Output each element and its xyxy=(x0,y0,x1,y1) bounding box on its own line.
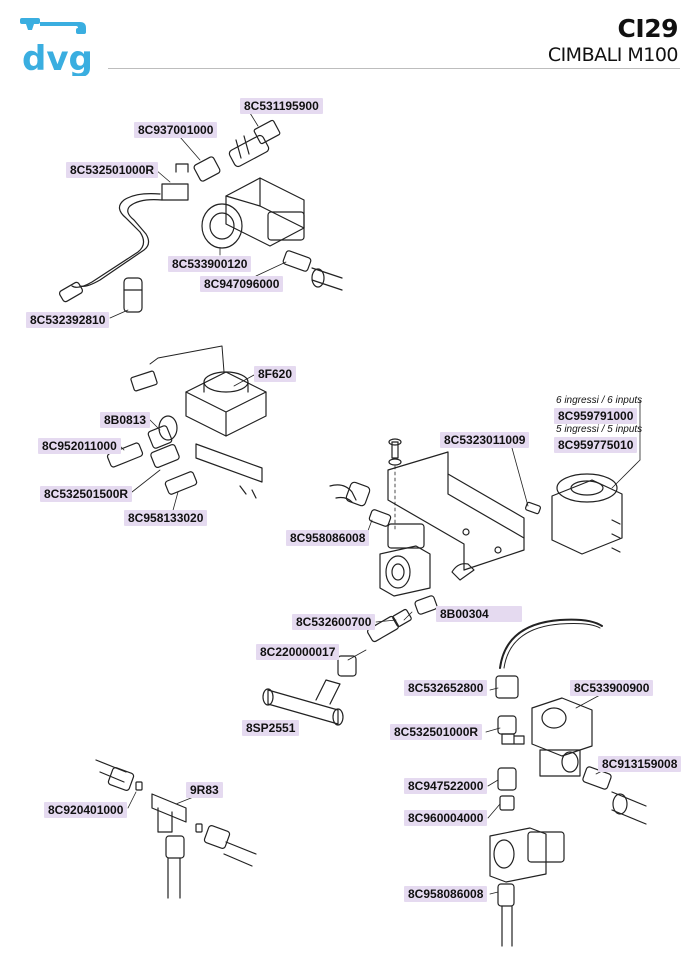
part-label: 8C947522000 xyxy=(404,778,488,794)
part-label: 8C5323011009 xyxy=(440,432,530,448)
brand-wordmark: dvg xyxy=(22,39,93,76)
page-code: CI29 xyxy=(617,14,679,43)
dvg-logo: dvg xyxy=(18,16,98,79)
part-label: 8C960004000 xyxy=(404,810,488,826)
part-label: 8C958133020 xyxy=(124,510,208,526)
part-label: 8C533900900 xyxy=(570,680,654,696)
part-label: 8C532392810 xyxy=(26,312,110,328)
part-label: 8C913159008 xyxy=(598,756,682,772)
inputs-note-5: 5 ingressi / 5 inputs xyxy=(556,424,643,435)
part-label: 8B0813 xyxy=(100,412,151,428)
part-label: 8C947096000 xyxy=(200,276,284,292)
part-label: 8C959791000 xyxy=(554,408,638,424)
part-label: 8C959775010 xyxy=(554,437,638,453)
part-label: 8C532652800 xyxy=(404,680,488,696)
part-label: 8C532501500R xyxy=(40,486,133,502)
solenoid-valve-2-part xyxy=(531,697,593,777)
part-label: 8C920401000 xyxy=(44,802,128,818)
inputs-note-6: 6 ingressi / 6 inputs xyxy=(556,395,643,406)
solenoid-valve-part xyxy=(201,177,305,249)
part-label: 8C533900120 xyxy=(168,256,252,272)
part-label: 8C532600700 xyxy=(292,614,376,630)
part-label: 8C532501000R xyxy=(390,724,483,740)
part-label: 8C958086008 xyxy=(286,530,370,546)
part-label: 8C220000017 xyxy=(256,644,340,660)
part-label: 8C952011000 xyxy=(38,438,121,454)
connector-block-part xyxy=(551,473,623,555)
part-label: 8C958086008 xyxy=(404,886,488,902)
flowmeter-part xyxy=(185,371,267,437)
header-rule xyxy=(108,68,680,69)
part-label: 8C532501000R xyxy=(66,162,159,178)
part-label: 8C937001000 xyxy=(134,122,218,138)
part-label: 8C531195900 xyxy=(240,98,323,114)
machine-model: CIMBALI M100 xyxy=(547,44,679,66)
part-label: 8SP2551 xyxy=(242,720,300,736)
part-label: 8B00304 xyxy=(436,606,522,622)
part-label: 9R83 xyxy=(186,782,223,798)
pressure-sensor-part xyxy=(228,119,281,168)
part-label: 8F620 xyxy=(254,366,297,382)
